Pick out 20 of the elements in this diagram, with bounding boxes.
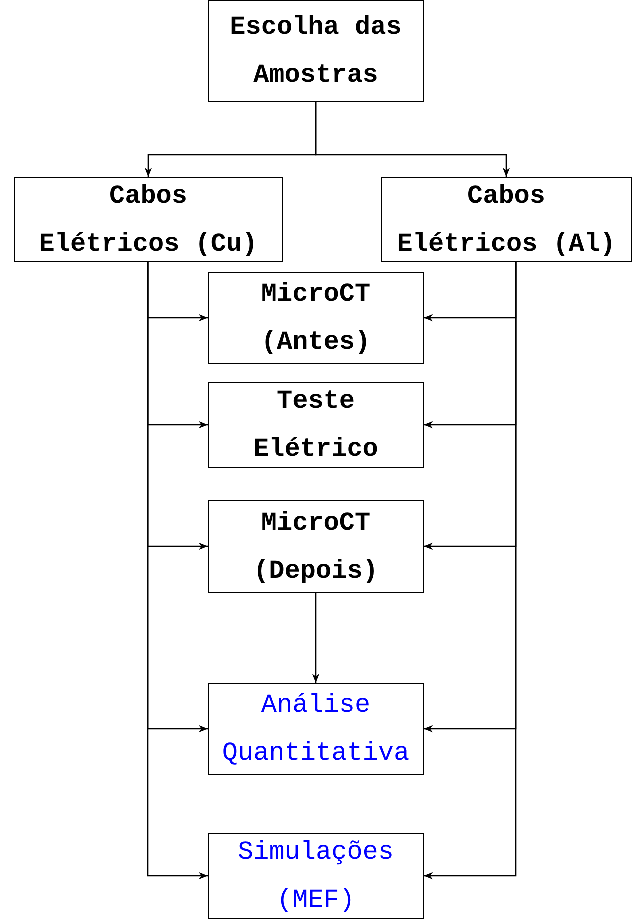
process-box xyxy=(208,0,424,102)
process-box xyxy=(208,272,424,364)
box-label: Cabos Elétricos (Cu) xyxy=(38,180,259,260)
box-label: MicroCT (Depois) xyxy=(252,506,380,588)
process-box xyxy=(208,833,424,919)
process-box xyxy=(208,683,424,775)
box-label: Teste Elétrico xyxy=(252,385,380,466)
arrow xyxy=(424,262,517,880)
arrow xyxy=(315,102,510,177)
box-label: Análise Quantitativa xyxy=(221,689,411,770)
box-label: Cabos Elétricos (Al) xyxy=(396,180,617,260)
arrow xyxy=(147,262,208,880)
process-box xyxy=(208,500,424,593)
process-box xyxy=(208,382,424,468)
arrow xyxy=(312,593,320,683)
process-box xyxy=(14,177,283,262)
box-label: MicroCT (Antes) xyxy=(260,278,372,359)
box-label: Simulações (MEF) xyxy=(236,836,396,917)
process-box xyxy=(381,177,632,262)
box-label: Escolha das Amostras xyxy=(229,11,403,92)
